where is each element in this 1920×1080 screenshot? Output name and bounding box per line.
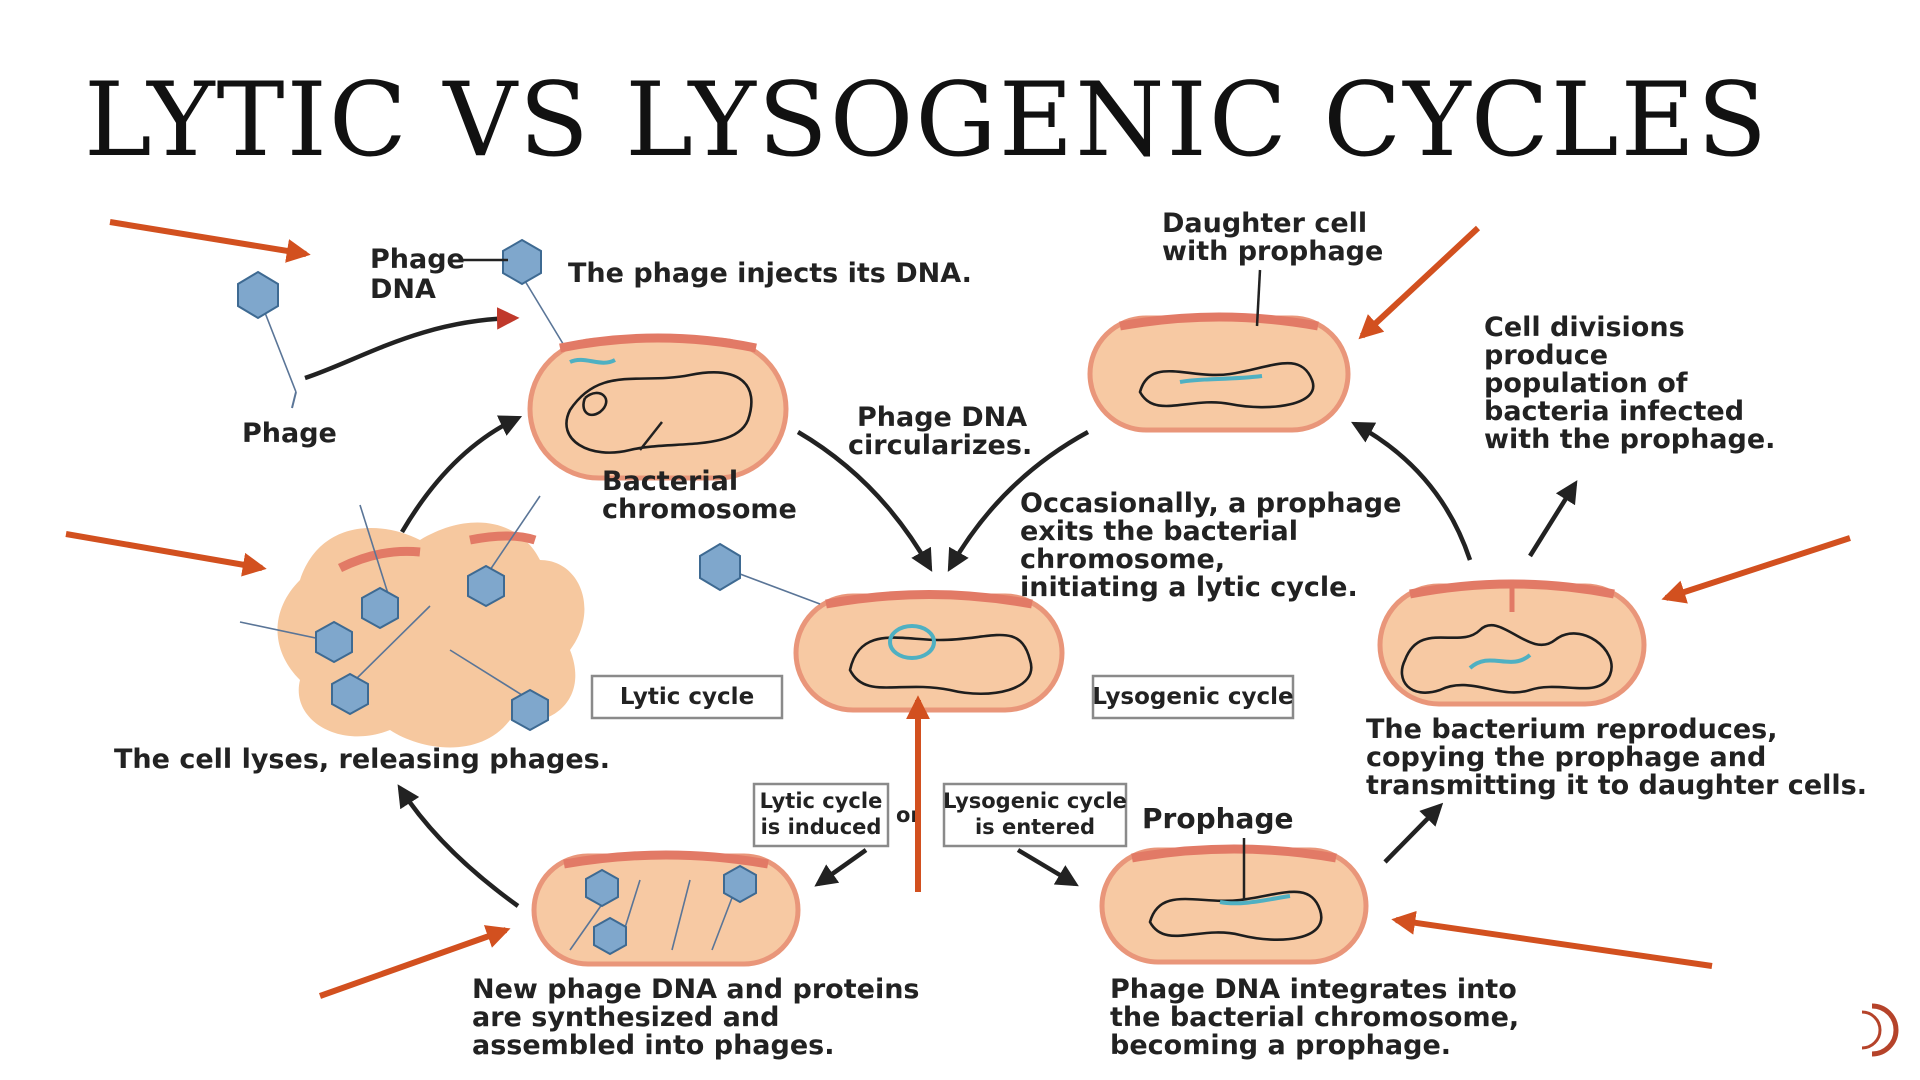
free-phage xyxy=(237,270,297,409)
central-phage xyxy=(699,542,821,605)
bacterial-chromosome-label: Bacterial xyxy=(602,466,738,497)
integrates-label-2: the bacterial chromosome, xyxy=(1110,1002,1519,1033)
occasionally-label-3: chromosome, xyxy=(1020,544,1225,575)
integrates-label: Phage DNA integrates into xyxy=(1110,974,1517,1005)
lytic-induced-label-2: is induced xyxy=(761,815,882,839)
pointer-arrow-mid-left xyxy=(65,531,267,577)
assembling-cell xyxy=(531,850,801,967)
phage-dna-label: Phage xyxy=(370,244,465,275)
injection-arrow xyxy=(304,307,520,381)
reproduces-label-3: transmitting it to daughter cells. xyxy=(1366,770,1867,801)
divisions-label-2: produce xyxy=(1484,340,1608,371)
annotation-arrows xyxy=(65,219,1851,999)
dividing-cell xyxy=(1377,579,1647,707)
lysogenic-cycle-box: Lysogenic cycle xyxy=(1091,674,1295,720)
lysogenic-cycle-label: Lysogenic cycle xyxy=(1092,684,1293,710)
prophage-label: Prophage xyxy=(1142,802,1293,835)
occasionally-label-4: initiating a lytic cycle. xyxy=(1020,572,1358,603)
new-phage-label: New phage DNA and proteins xyxy=(472,974,920,1005)
prophage-cell xyxy=(1099,838,1369,965)
injecting-phage xyxy=(502,238,569,353)
injects-label: The phage injects its DNA. xyxy=(568,258,972,289)
circularizes-label-2: circularizes. xyxy=(848,430,1032,461)
pointer-arrow-top-right xyxy=(1358,225,1481,340)
cycle-arrows xyxy=(397,415,1578,908)
lytic-induced-label: Lytic cycle xyxy=(760,789,883,813)
pointer-arrow-bottom-left xyxy=(318,925,511,999)
phage-dna-label-2: DNA xyxy=(370,274,436,305)
infected-cell xyxy=(527,333,789,481)
circularized-cell xyxy=(793,590,1065,713)
pointer-arrow-top-left xyxy=(109,219,311,263)
slide-ornament xyxy=(1861,1003,1899,1057)
new-phage-label-2: are synthesized and xyxy=(472,1002,779,1033)
lysed-cell xyxy=(239,495,585,748)
lyses-label: The cell lyses, releasing phages. xyxy=(114,744,610,775)
divisions-label-3: population of xyxy=(1484,368,1688,399)
integrates-label-3: becoming a prophage. xyxy=(1110,1030,1451,1061)
lytic-induced-box: Lytic cycle is induced xyxy=(752,782,890,848)
new-phage-label-3: assembled into phages. xyxy=(472,1030,835,1061)
circularizes-label: Phage DNA xyxy=(857,402,1027,433)
lysogenic-entered-label: Lysogenic cycle xyxy=(943,789,1127,813)
pointer-arrow-bottom-right xyxy=(1391,910,1713,969)
reproduces-label-2: copying the prophage and xyxy=(1366,742,1766,773)
lytic-cycle-label: Lytic cycle xyxy=(620,684,754,710)
slide-title: LYTIC VS LYSOGENIC CYCLES xyxy=(84,61,1769,180)
daughter-cell-label-2: with prophage xyxy=(1162,236,1383,267)
lysogenic-entered-label-2: is entered xyxy=(975,815,1095,839)
divisions-label-5: with the prophage. xyxy=(1484,424,1775,455)
occasionally-label: Occasionally, a prophage xyxy=(1020,488,1401,519)
phage-label: Phage xyxy=(242,418,337,449)
reproduces-label: The bacterium reproduces, xyxy=(1366,714,1777,745)
occasionally-label-2: exits the bacterial xyxy=(1020,516,1298,547)
pointer-arrow-right xyxy=(1661,535,1851,604)
divisions-label-4: bacteria infected xyxy=(1484,396,1744,427)
daughter-cell xyxy=(1087,269,1351,433)
lytic-cycle-box: Lytic cycle xyxy=(590,674,784,720)
bacterial-chromosome-label-2: chromosome xyxy=(602,494,797,525)
lysogenic-entered-box: Lysogenic cycle is entered xyxy=(942,782,1128,848)
divisions-label: Cell divisions xyxy=(1484,312,1685,343)
daughter-cell-label: Daughter cell xyxy=(1162,208,1367,239)
